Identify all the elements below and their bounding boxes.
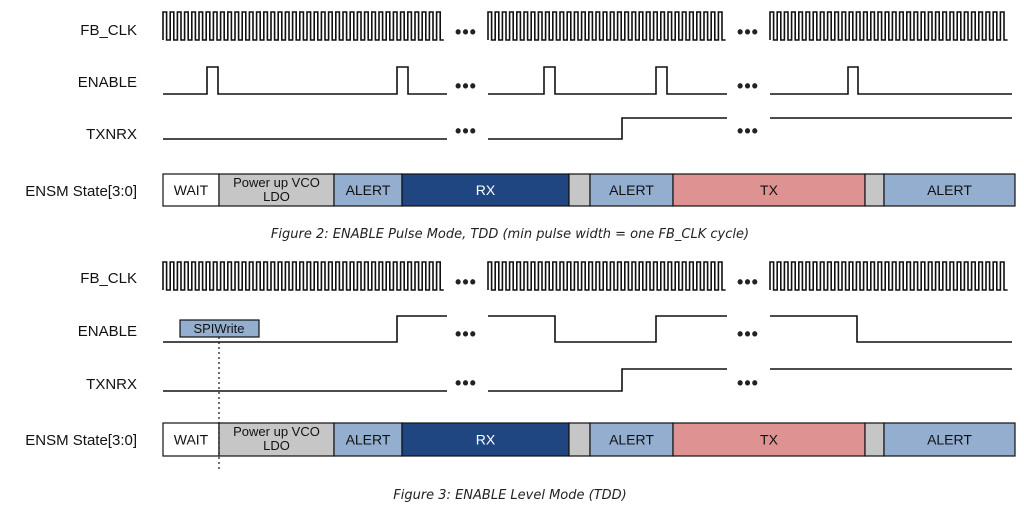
signal-label-fb-clk: FB_CLK	[80, 270, 137, 287]
fb-clk-waveform	[769, 11, 1008, 41]
ensm-state-label: Power up VCO	[233, 175, 320, 190]
txnrx-waveform	[488, 368, 727, 392]
ensm-state-label: ALERT	[346, 432, 391, 448]
signal-label-txnrx: TXNRX	[86, 126, 137, 143]
signal-label-enable: ENABLE	[78, 323, 137, 340]
fb-clk-waveform	[162, 261, 444, 291]
fb-clk-waveform	[162, 11, 444, 41]
ensm-state-box	[333, 173, 403, 207]
ellipsis-dots: •••	[737, 76, 759, 96]
ellipsis-dots: •••	[737, 121, 759, 141]
enable-waveform	[770, 315, 1012, 343]
figure-caption: Figure 3: ENABLE Level Mode (TDD)	[393, 488, 627, 503]
ensm-state-label: RX	[476, 432, 496, 448]
ensm-state-label: ALERT	[609, 182, 654, 198]
enable-waveform	[163, 315, 447, 343]
signal-label-enable: ENABLE	[78, 74, 137, 91]
ensm-state-box	[883, 422, 1016, 457]
ensm-state-label: ALERT	[927, 182, 972, 198]
ensm-state-box	[883, 173, 1016, 207]
ellipsis-dots: •••	[455, 272, 477, 292]
ellipsis-dots: •••	[455, 121, 477, 141]
ensm-state-box	[568, 173, 591, 207]
ensm-state-label: RX	[476, 182, 496, 198]
ellipsis-dots: •••	[455, 373, 477, 393]
ellipsis-dots: •••	[737, 324, 759, 344]
ensm-state-box	[218, 173, 335, 207]
ensm-state-box	[401, 422, 570, 457]
fb-clk-waveform	[487, 261, 726, 291]
ensm-state-label: ALERT	[927, 432, 972, 448]
signal-label-ensm-state-3-0: ENSM State[3:0]	[25, 183, 137, 200]
spi-write-label: SPIWrite	[193, 321, 244, 336]
ensm-state-box	[401, 173, 570, 207]
ensm-state-box	[864, 173, 885, 207]
ensm-state-label: TX	[760, 182, 779, 198]
ellipsis-dots: •••	[737, 272, 759, 292]
ensm-state-label: Power up VCO	[233, 424, 320, 439]
ellipsis-dots: •••	[455, 22, 477, 42]
signal-label-ensm-state-3-0: ENSM State[3:0]	[25, 432, 137, 449]
figure-caption: Figure 2: ENABLE Pulse Mode, TDD (min pu…	[271, 227, 749, 242]
enable-waveform	[488, 315, 727, 343]
enable-waveform	[488, 66, 727, 95]
ensm-state-label: WAIT	[174, 432, 209, 448]
ensm-state-label: ALERT	[609, 432, 654, 448]
enable-waveform	[163, 66, 447, 95]
ensm-state-box	[672, 422, 866, 457]
ensm-state-label: WAIT	[174, 182, 209, 198]
ellipsis-dots: •••	[737, 22, 759, 42]
ensm-state-box	[568, 422, 591, 457]
enable-waveform	[770, 66, 1012, 95]
signal-label-fb-clk: FB_CLK	[80, 22, 137, 39]
ellipsis-dots: •••	[455, 76, 477, 96]
txnrx-waveform	[488, 117, 727, 140]
ensm-state-box	[864, 422, 885, 457]
ensm-state-box	[218, 422, 335, 457]
ensm-state-label: TX	[760, 432, 779, 448]
ellipsis-dots: •••	[455, 324, 477, 344]
ensm-state-label: LDO	[263, 438, 290, 453]
ensm-state-label: LDO	[263, 189, 290, 204]
fb-clk-waveform	[769, 261, 1008, 291]
signal-label-txnrx: TXNRX	[86, 376, 137, 393]
ensm-state-box	[672, 173, 866, 207]
ellipsis-dots: •••	[737, 373, 759, 393]
fb-clk-waveform	[487, 11, 726, 41]
ensm-state-label: ALERT	[346, 182, 391, 198]
